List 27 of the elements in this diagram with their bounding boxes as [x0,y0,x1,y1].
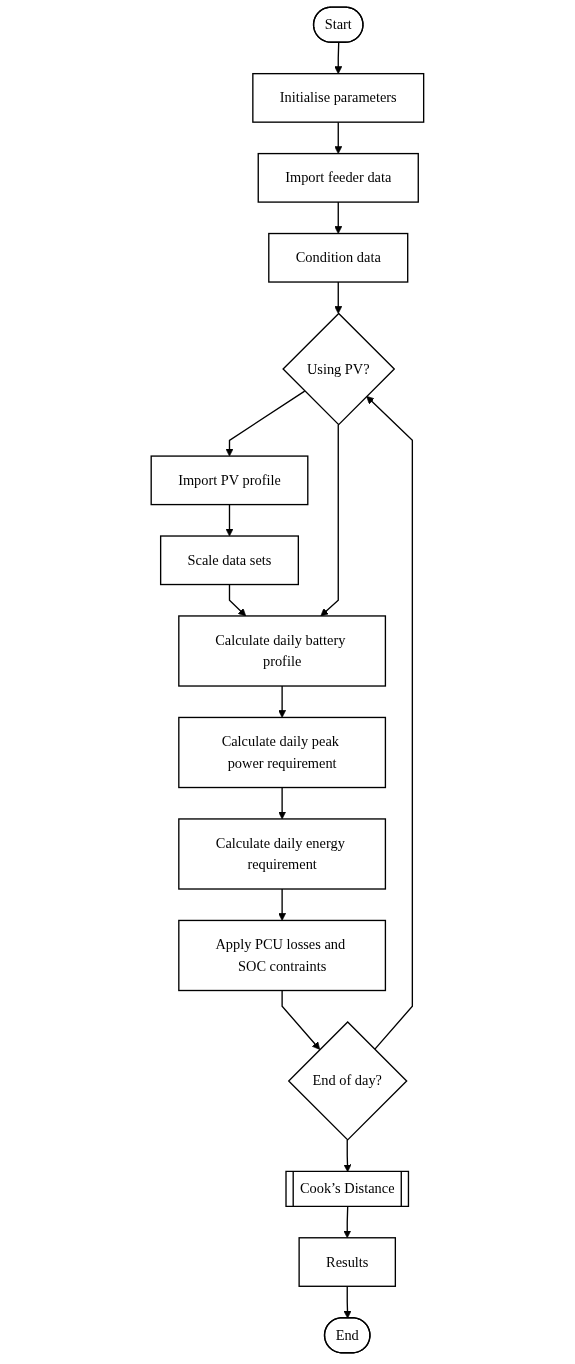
arrow [278,786,287,820]
arrow [343,1206,352,1239]
node-box: Condition data [268,232,409,283]
node-diamond: End of day? [287,1021,408,1141]
node-box: Scale data sets [160,535,300,586]
node-box: Initialise parameters [252,72,425,123]
node-box: Calculate daily energy requirement [178,818,387,890]
arrow [278,888,287,921]
node-diamond: Using PV? [282,312,396,426]
arrow [278,685,287,718]
arrow [334,121,343,154]
arrow [228,583,247,617]
node-box: Results [298,1237,397,1287]
arrow [334,201,343,234]
node-box: Calculate daily peak power requirement [178,716,387,789]
arrow [334,42,343,74]
arrow [334,281,343,314]
arrow [225,503,234,537]
node-box: Import feeder data [257,152,419,203]
arrow [366,395,414,1051]
node-box: Import PV profile [150,455,309,506]
node-box: Apply PCU losses and SOC contraints [178,919,387,992]
arrow [343,1285,352,1319]
arrow [281,989,321,1050]
node-box: Calculate daily battery profile [178,615,387,687]
arrow [320,423,339,617]
arrow [225,390,306,457]
